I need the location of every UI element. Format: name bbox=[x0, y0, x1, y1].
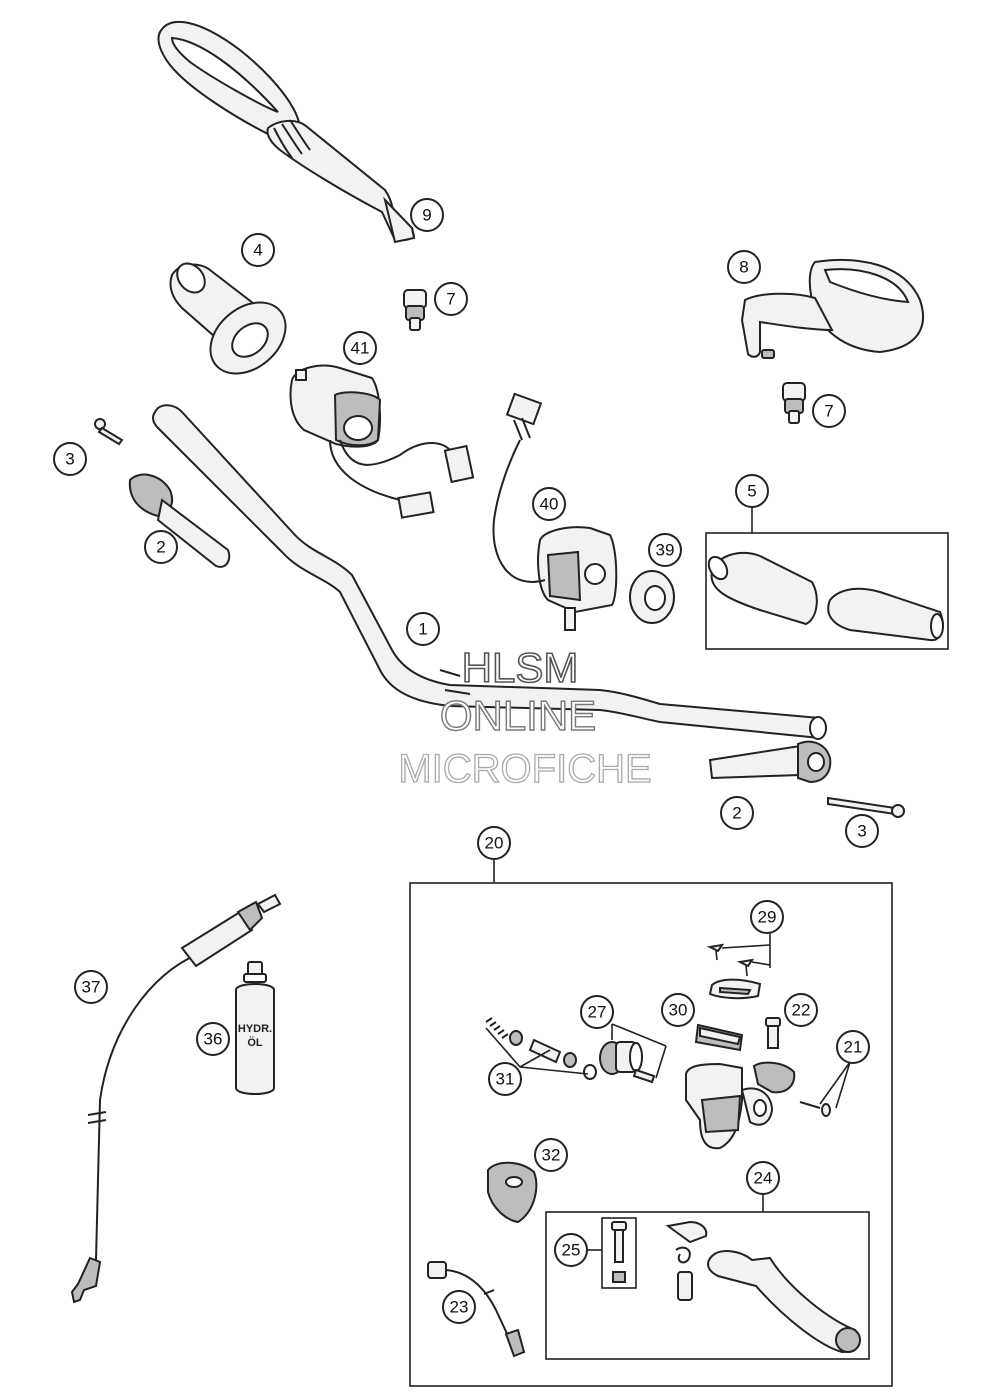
callout-37: 37 bbox=[74, 970, 108, 1004]
svg-text:9: 9 bbox=[422, 206, 431, 225]
svg-text:37: 37 bbox=[82, 978, 101, 997]
callout-36: 36 bbox=[196, 1022, 230, 1056]
callout-8: 8 bbox=[727, 250, 761, 284]
hydraulic-oil-bottle[interactable]: HYDR. ÖL bbox=[235, 961, 275, 1095]
piston-seal[interactable] bbox=[599, 1041, 656, 1084]
bolt-left[interactable] bbox=[94, 418, 124, 446]
svg-text:2: 2 bbox=[732, 804, 741, 823]
grip-set-box bbox=[705, 506, 949, 650]
callout-5: 5 bbox=[735, 474, 769, 508]
mirror-adapter-lower[interactable] bbox=[782, 382, 806, 424]
mirror-left[interactable] bbox=[157, 20, 416, 244]
mirror-adapter-upper[interactable] bbox=[403, 289, 427, 331]
bolt-right[interactable] bbox=[827, 796, 905, 818]
svg-text:5: 5 bbox=[747, 482, 756, 501]
callout-3-left: 3 bbox=[53, 442, 87, 476]
callout-3-right: 3 bbox=[845, 814, 879, 848]
clutch-line[interactable] bbox=[70, 893, 282, 1304]
switch-right[interactable] bbox=[492, 392, 618, 631]
watermark-line3: MICROFICHE bbox=[398, 747, 651, 791]
svg-text:27: 27 bbox=[588, 1003, 607, 1022]
piston-spring-set[interactable] bbox=[485, 1017, 597, 1080]
callout-20: 20 bbox=[477, 826, 511, 860]
callout-32: 32 bbox=[534, 1138, 568, 1172]
callout-23: 23 bbox=[442, 1290, 476, 1324]
clutch-switch[interactable] bbox=[427, 1261, 526, 1358]
svg-text:25: 25 bbox=[562, 1241, 581, 1260]
callout-4: 4 bbox=[241, 233, 275, 267]
svg-text:4: 4 bbox=[253, 241, 262, 260]
bottle-label-line2: ÖL bbox=[247, 1036, 263, 1049]
svg-text:20: 20 bbox=[485, 834, 504, 853]
lever-boot[interactable] bbox=[487, 1161, 538, 1224]
svg-text:2: 2 bbox=[156, 538, 165, 557]
watermark: HLSM ONLINE MICROFICHE bbox=[398, 643, 653, 791]
callout-22: 22 bbox=[784, 993, 818, 1027]
svg-text:7: 7 bbox=[446, 290, 455, 309]
svg-text:3: 3 bbox=[857, 822, 866, 841]
clutch-lever[interactable] bbox=[665, 1220, 861, 1354]
svg-text:30: 30 bbox=[669, 1001, 688, 1020]
handlebar[interactable] bbox=[152, 404, 827, 740]
svg-text:36: 36 bbox=[204, 1030, 223, 1049]
switch-left[interactable] bbox=[289, 364, 475, 519]
svg-text:3: 3 bbox=[65, 450, 74, 469]
reservoir-diaphragm[interactable] bbox=[694, 1023, 744, 1052]
bleeder-screw[interactable] bbox=[765, 1017, 781, 1049]
svg-text:8: 8 bbox=[739, 258, 748, 277]
callout-27: 27 bbox=[580, 995, 614, 1029]
grip-set[interactable] bbox=[705, 551, 944, 642]
svg-text:7: 7 bbox=[824, 402, 833, 421]
callout-24: 24 bbox=[746, 1161, 780, 1195]
lever-box bbox=[545, 1194, 870, 1360]
callout-1: 1 bbox=[406, 612, 440, 646]
svg-text:21: 21 bbox=[844, 1038, 863, 1057]
callout-39: 39 bbox=[648, 533, 682, 567]
callout-9: 9 bbox=[410, 198, 444, 232]
washer[interactable] bbox=[629, 570, 675, 624]
mirror-right[interactable] bbox=[740, 258, 925, 359]
pivot-pin[interactable] bbox=[799, 1101, 831, 1117]
callout-29: 29 bbox=[750, 900, 784, 934]
callout-41: 41 bbox=[343, 331, 377, 365]
svg-text:23: 23 bbox=[450, 1298, 469, 1317]
lever-pivot-bolt[interactable] bbox=[611, 1221, 627, 1283]
svg-text:31: 31 bbox=[496, 1070, 515, 1089]
svg-text:32: 32 bbox=[542, 1146, 561, 1165]
callout-30: 30 bbox=[661, 993, 695, 1027]
callout-31: 31 bbox=[488, 1062, 522, 1096]
watermark-line1: HLSM bbox=[462, 644, 579, 691]
master-cylinder-box bbox=[409, 860, 893, 1387]
svg-text:22: 22 bbox=[792, 1001, 811, 1020]
callout-40: 40 bbox=[532, 487, 566, 521]
callout-2-right: 2 bbox=[720, 796, 754, 830]
bar-end-right[interactable] bbox=[708, 740, 832, 784]
master-cylinder-body[interactable] bbox=[685, 1061, 796, 1150]
watermark-line2: ONLINE bbox=[440, 692, 596, 739]
svg-text:24: 24 bbox=[754, 1169, 773, 1188]
reservoir-cover-kit[interactable] bbox=[706, 943, 762, 1000]
callout-25: 25 bbox=[554, 1233, 588, 1267]
callout-2-left: 2 bbox=[144, 530, 178, 564]
svg-text:40: 40 bbox=[540, 495, 559, 514]
svg-text:39: 39 bbox=[656, 541, 675, 560]
bottle-label-line1: HYDR. bbox=[238, 1023, 272, 1035]
grip-left[interactable] bbox=[169, 258, 299, 388]
svg-text:1: 1 bbox=[418, 620, 427, 639]
callout-21: 21 bbox=[836, 1030, 870, 1064]
callout-7-lower: 7 bbox=[812, 394, 846, 428]
svg-text:29: 29 bbox=[758, 908, 777, 927]
callout-7-upper: 7 bbox=[434, 282, 468, 316]
bar-end-left[interactable] bbox=[128, 473, 231, 568]
lever-pivot-box bbox=[587, 1217, 637, 1289]
svg-text:41: 41 bbox=[351, 339, 370, 358]
